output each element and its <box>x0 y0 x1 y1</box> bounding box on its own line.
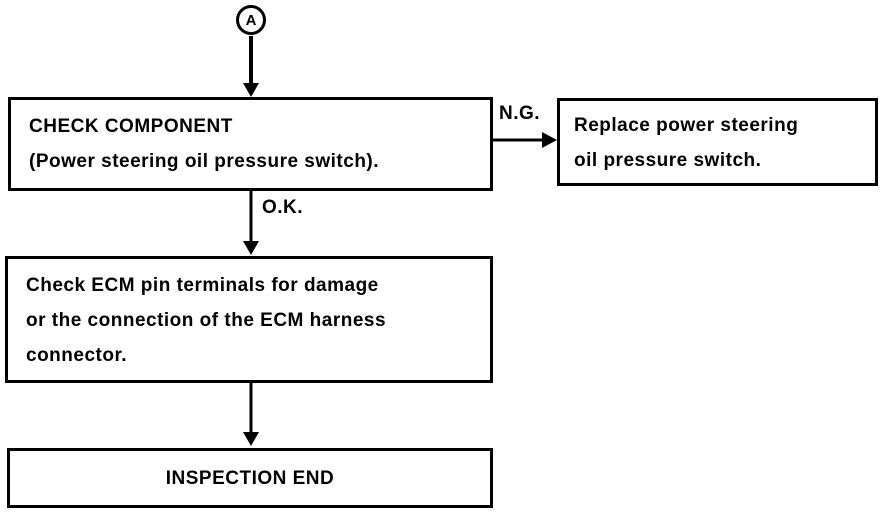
node-inspection-end: INSPECTION END <box>7 448 493 508</box>
arrow-connector-to-check-component <box>243 36 259 97</box>
node-replace-switch-line-2: oil pressure switch. <box>574 150 762 171</box>
connector-a-label: A <box>245 11 257 29</box>
arrow-ok-branch <box>243 191 259 255</box>
edge-label-ok: O.K. <box>262 197 304 218</box>
node-check-component-line-2: (Power steering oil pressure switch). <box>29 151 380 172</box>
node-inspection-end-label: INSPECTION END <box>165 467 335 489</box>
node-check-component-line-1: CHECK COMPONENT <box>29 116 233 137</box>
arrow-ng-branch <box>493 132 557 148</box>
node-replace-switch-line-1: Replace power steering <box>574 115 799 136</box>
arrow-to-inspection-end <box>243 383 259 446</box>
edge-label-ng: N.G. <box>499 103 541 124</box>
node-check-ecm-line-1: Check ECM pin terminals for damage <box>26 275 379 296</box>
node-check-ecm-line-3: connector. <box>26 345 128 366</box>
node-check-ecm: Check ECM pin terminals for damage or th… <box>5 256 493 383</box>
connector-a: A <box>236 5 266 35</box>
node-check-component: CHECK COMPONENT (Power steering oil pres… <box>8 97 493 191</box>
node-check-ecm-line-2: or the connection of the ECM harness <box>26 310 387 331</box>
node-replace-switch: Replace power steering oil pressure swit… <box>557 98 878 186</box>
